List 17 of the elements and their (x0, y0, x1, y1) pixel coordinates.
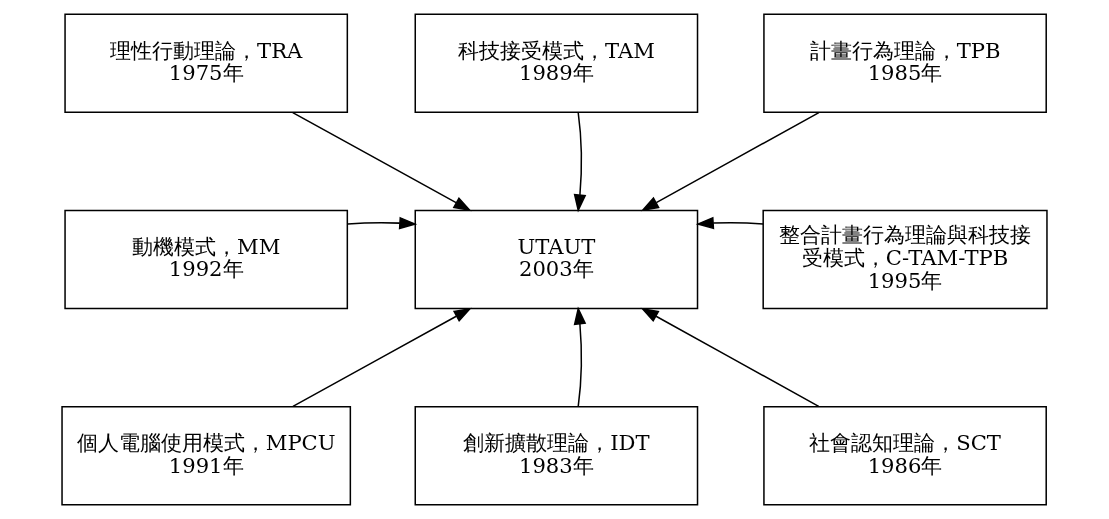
arrow (573, 306, 587, 408)
node-box: 社會認知理論，SCT 1986年 (763, 405, 1047, 506)
arrow (640, 307, 820, 408)
node-box: 動機模式，MM 1992年 (64, 209, 349, 310)
node-box: 計畫行為理論，TPB 1985年 (763, 13, 1047, 114)
node-box: 個人電腦使用模式，MPCU 1991年 (61, 405, 352, 506)
node-box: 整合計畫行為理論與科技接受模式，C-TAM-TPB 1995年 (762, 209, 1048, 310)
arrow (292, 111, 472, 212)
arrow (695, 216, 764, 230)
arrow (573, 111, 587, 213)
node-box: 理性行動理論，TRA 1975年 (64, 13, 349, 114)
node-box: UTAUT 2003年 (414, 209, 699, 310)
node-box: 創新擴散理論，IDT 1983年 (414, 405, 699, 506)
arrow (640, 111, 820, 212)
arrow (347, 216, 418, 230)
node-box: 科技接受模式，TAM 1989年 (414, 13, 699, 114)
arrow (292, 307, 472, 408)
